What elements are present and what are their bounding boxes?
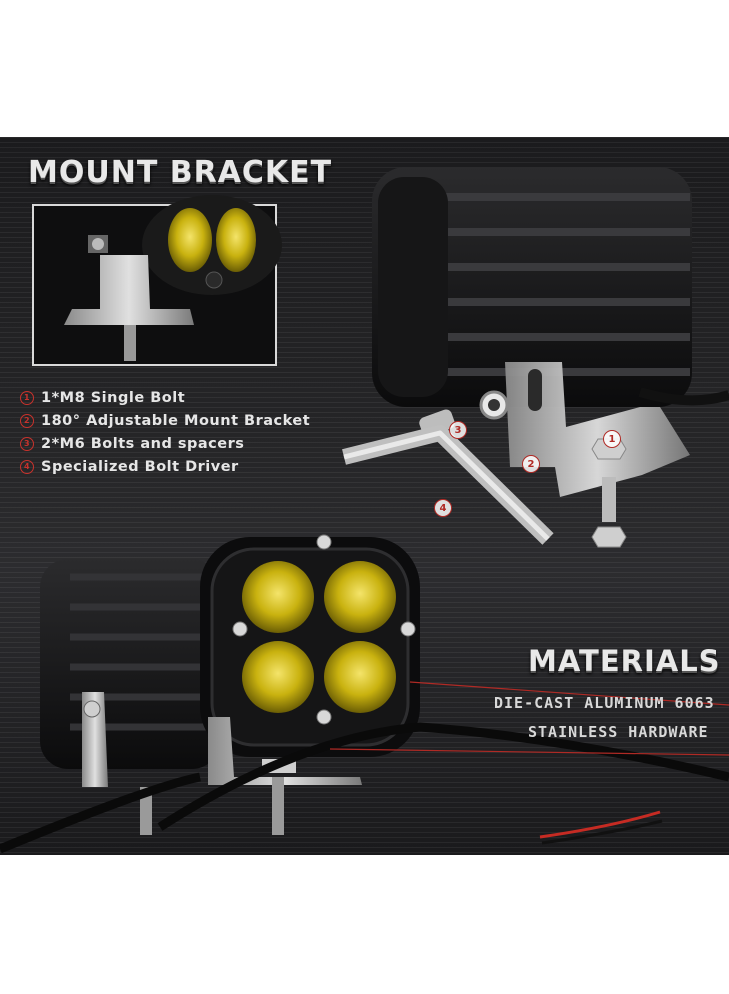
feature-number: 3 bbox=[20, 436, 34, 451]
material-spec: STAINLESS HARDWARE bbox=[528, 723, 709, 741]
product-illustration bbox=[0, 167, 729, 854]
feature-item: 3 2*M6 Bolts and spacers bbox=[20, 432, 310, 455]
materials-heading: MATERIALS bbox=[528, 644, 721, 678]
leader-lines bbox=[329, 681, 729, 756]
bracket-lamp-illustration bbox=[342, 167, 729, 548]
feature-list: 1 1*M8 Single Bolt 2 180° Adjustable Mou… bbox=[20, 386, 310, 478]
feature-label: Specialized Bolt Driver bbox=[41, 458, 239, 475]
callout-marker: 4 bbox=[434, 499, 452, 517]
material-spec: DIE-CAST ALUMINUM 6063 bbox=[494, 694, 715, 712]
feature-number: 4 bbox=[20, 459, 34, 474]
feature-label: 1*M8 Single Bolt bbox=[41, 389, 186, 406]
inset-photo bbox=[32, 195, 282, 366]
feature-label: 2*M6 Bolts and spacers bbox=[41, 435, 245, 452]
dual-lamp-illustration bbox=[0, 534, 729, 854]
feature-item: 1 1*M8 Single Bolt bbox=[20, 386, 310, 409]
feature-label: 180° Adjustable Mount Bracket bbox=[41, 412, 311, 429]
callout-marker: 3 bbox=[449, 421, 467, 439]
product-banner: MOUNT BRACKET 1 1*M8 Single Bolt 2 180° … bbox=[0, 137, 729, 855]
callout-marker: 2 bbox=[522, 455, 540, 473]
feature-number: 2 bbox=[20, 413, 34, 428]
feature-item: 4 Specialized Bolt Driver bbox=[20, 455, 310, 478]
mount-bracket-heading: MOUNT BRACKET bbox=[28, 155, 333, 190]
feature-number: 1 bbox=[20, 390, 34, 405]
callout-marker: 1 bbox=[603, 430, 621, 448]
feature-item: 2 180° Adjustable Mount Bracket bbox=[20, 409, 310, 432]
